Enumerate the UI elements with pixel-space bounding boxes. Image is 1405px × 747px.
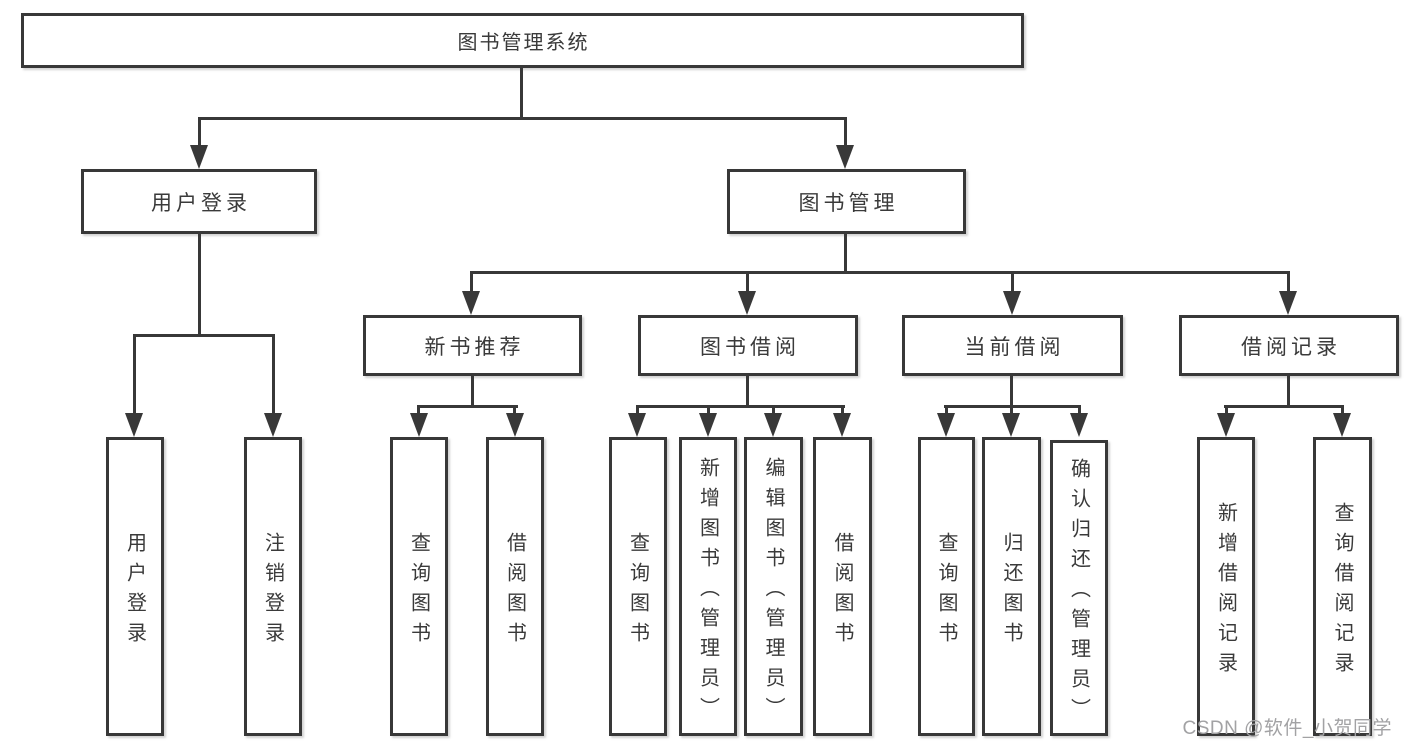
connector-line xyxy=(1078,405,1081,415)
node-label: 新书推荐 xyxy=(424,335,525,359)
connector-line xyxy=(772,405,775,415)
node-label: 新增借阅记录 xyxy=(1214,501,1237,682)
node-book-borrow: 图书借阅 xyxy=(638,315,858,376)
node-label: 归还图书 xyxy=(1000,531,1022,652)
node-label: 图书借阅 xyxy=(700,335,800,359)
node-label: 借阅图书 xyxy=(503,531,526,652)
connector-line xyxy=(470,271,473,292)
node-new-book-recommend: 新书推荐 xyxy=(363,315,582,376)
connector-line xyxy=(1225,405,1228,415)
node-label: 查询图书 xyxy=(935,531,957,652)
connector-line xyxy=(746,271,749,292)
leaf-add-book-admin: 新增图书（管理员） xyxy=(679,437,737,736)
connector-line xyxy=(1011,271,1014,292)
arrow-down-icon xyxy=(506,413,524,437)
connector-line xyxy=(198,234,201,336)
leaf-recommend-borrow-book: 借阅图书 xyxy=(486,437,544,736)
node-label: 图书管理 xyxy=(798,191,899,215)
connector-line xyxy=(133,334,275,337)
arrow-down-icon xyxy=(125,413,143,437)
node-current-borrow: 当前借阅 xyxy=(902,315,1123,376)
leaf-confirm-return-admin: 确认归还（管理员） xyxy=(1050,440,1108,736)
connector-line xyxy=(844,234,847,274)
arrow-down-icon xyxy=(1279,291,1297,315)
connector-line xyxy=(1010,376,1013,406)
node-label: 编辑图书（管理员） xyxy=(762,456,784,727)
node-library-system: 图书管理系统 xyxy=(21,13,1024,68)
arrow-down-icon xyxy=(699,413,717,437)
connector-line xyxy=(470,271,1290,274)
arrow-down-icon xyxy=(190,145,208,169)
node-borrow-records: 借阅记录 xyxy=(1179,315,1399,376)
leaf-logout: 注销登录 xyxy=(244,437,302,736)
leaf-query-borrow-record: 查询借阅记录 xyxy=(1313,437,1372,736)
connector-line xyxy=(513,405,516,415)
arrow-down-icon xyxy=(836,145,854,169)
leaf-borrow-query-book: 查询图书 xyxy=(609,437,667,736)
leaf-edit-book-admin: 编辑图书（管理员） xyxy=(744,437,803,736)
leaf-add-borrow-record: 新增借阅记录 xyxy=(1197,437,1255,736)
node-label: 借阅记录 xyxy=(1241,335,1341,359)
connector-line xyxy=(1287,271,1290,292)
connector-line xyxy=(945,405,948,415)
leaf-current-query-book: 查询图书 xyxy=(918,437,975,736)
node-label: 查询借阅记录 xyxy=(1331,501,1353,682)
connector-line xyxy=(133,334,136,414)
connector-line xyxy=(841,405,844,415)
node-label: 当前借阅 xyxy=(964,335,1065,359)
node-label: 查询图书 xyxy=(626,531,649,652)
arrow-down-icon xyxy=(628,413,646,437)
leaf-borrow-borrow-book: 借阅图书 xyxy=(813,437,872,736)
connector-line xyxy=(417,405,420,415)
csdn-watermark: CSDN @软件_小贺同学 xyxy=(1182,718,1392,739)
connector-line xyxy=(272,334,275,414)
arrow-down-icon xyxy=(1217,413,1235,437)
arrow-down-icon xyxy=(738,291,756,315)
connector-line xyxy=(707,405,710,415)
arrow-down-icon xyxy=(462,291,480,315)
arrow-down-icon xyxy=(264,413,282,437)
connector-line xyxy=(1287,376,1290,406)
connector-line xyxy=(1224,405,1344,408)
connector-line xyxy=(471,376,474,407)
node-label: 确认归还（管理员） xyxy=(1067,458,1090,728)
node-label: 用户登录 xyxy=(123,531,146,652)
connector-line xyxy=(198,117,847,120)
node-user-login: 用户登录 xyxy=(81,169,317,234)
node-label: 注销登录 xyxy=(261,531,284,652)
arrow-down-icon xyxy=(833,413,851,437)
connector-line xyxy=(198,117,201,146)
arrow-down-icon xyxy=(1333,413,1351,437)
connector-line xyxy=(746,376,749,406)
node-label: 查询图书 xyxy=(407,531,430,652)
node-book-management: 图书管理 xyxy=(727,169,966,234)
node-label: 用户登录 xyxy=(151,191,251,215)
leaf-user-login: 用户登录 xyxy=(106,437,164,736)
connector-line xyxy=(1010,405,1013,415)
connector-line xyxy=(636,405,639,415)
arrow-down-icon xyxy=(1070,413,1088,437)
connector-line xyxy=(417,405,518,408)
connector-line xyxy=(636,405,845,408)
leaf-recommend-query-book: 查询图书 xyxy=(390,437,448,736)
arrow-down-icon xyxy=(764,413,782,437)
connector-line xyxy=(844,117,847,146)
connector-line xyxy=(520,68,523,118)
node-label: 新增图书（管理员） xyxy=(696,456,719,727)
node-label: 图书管理系统 xyxy=(457,32,590,54)
arrow-down-icon xyxy=(1002,413,1020,437)
node-label: 借阅图书 xyxy=(831,531,853,652)
arrow-down-icon xyxy=(1003,291,1021,315)
arrow-down-icon xyxy=(937,413,955,437)
leaf-return-book: 归还图书 xyxy=(982,437,1041,736)
arrow-down-icon xyxy=(410,413,428,437)
connector-line xyxy=(1341,405,1344,415)
